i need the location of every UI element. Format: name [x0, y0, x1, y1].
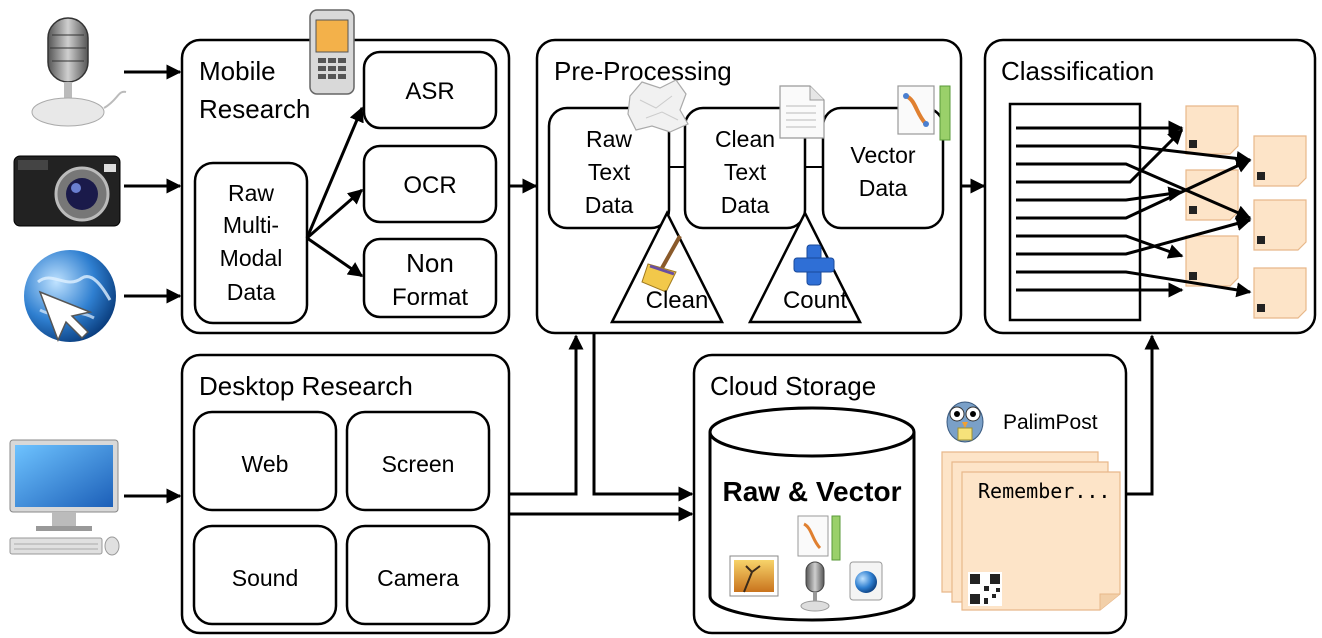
sound-box [192, 524, 338, 626]
classification-note-a [1185, 105, 1239, 155]
vector-file-icon [797, 515, 841, 561]
clean-operation-triangle [609, 210, 725, 324]
database-label: Raw & Vector [723, 476, 902, 507]
mobile-phone-icon [309, 9, 355, 95]
clean-text-label-3: Data [721, 192, 770, 218]
qr-code-icon [968, 572, 1002, 606]
raw-text-label-3: Data [585, 192, 634, 218]
clean-text-data-box [683, 106, 807, 230]
asr-label: ASR [405, 78, 454, 105]
plus-icon [793, 244, 835, 286]
raw-multimodal-label-4: Data [227, 279, 276, 305]
web-box [192, 410, 338, 512]
photo-icon [729, 555, 779, 597]
clean-text-label-1: Clean [715, 126, 775, 152]
vector-drawing-icon [897, 85, 951, 141]
classification-title: Classification [1001, 56, 1154, 86]
broom-icon [641, 235, 682, 293]
mobile-research-title: Mobile [199, 56, 276, 86]
palimpost-label: PalimPost [1003, 411, 1098, 434]
ocr-label: OCR [403, 172, 456, 199]
camera-box [345, 524, 491, 626]
globe-icon [24, 250, 116, 342]
sound-label: Sound [232, 565, 299, 591]
classification-note-e [1253, 199, 1307, 251]
non-format-label-2: Format [392, 284, 468, 311]
classification-note-c [1185, 235, 1239, 287]
raw-text-label-2: Text [588, 159, 631, 185]
screen-label: Screen [382, 451, 455, 477]
classification-note-d [1253, 135, 1307, 187]
raw-text-data-box [547, 106, 671, 230]
camera-icon [13, 155, 121, 227]
non-format-label-1: Non [406, 248, 454, 278]
raw-multimodal-label-1: Raw [228, 180, 274, 206]
camera-label: Camera [377, 565, 459, 591]
desktop-computer-icon [9, 439, 120, 556]
web-label: Web [242, 451, 289, 477]
microphone-small-icon [800, 561, 830, 612]
microphone-icon [31, 17, 127, 127]
clean-text-label-2: Text [724, 159, 767, 185]
raw-text-label-1: Raw [586, 126, 632, 152]
feature-list [1008, 102, 1142, 322]
document-icon [779, 85, 825, 139]
clean-operation-label: Clean [646, 287, 709, 314]
classification-note-f [1253, 267, 1307, 319]
vector-data-box [821, 106, 945, 230]
screen-box [345, 410, 491, 512]
raw-multimodal-data-box [193, 161, 309, 325]
web-file-icon [849, 561, 883, 601]
pre-processing-title: Pre-Processing [554, 56, 732, 86]
classification-lines [1016, 120, 1252, 298]
owl-icon [946, 401, 984, 443]
desktop-research-title: Desktop Research [199, 371, 413, 401]
raw-multimodal-label-3: Modal [220, 245, 283, 271]
cloud-storage-title: Cloud Storage [710, 371, 876, 401]
count-operation-label: Count [783, 287, 847, 314]
crumpled-paper-icon [627, 79, 689, 133]
non-format-box [362, 237, 498, 319]
asr-box [362, 50, 498, 130]
palimpost-note-text: Remember... [978, 479, 1110, 503]
mobile-research-title-line2: Research [199, 94, 310, 124]
vector-data-label-1: Vector [850, 142, 916, 168]
vector-data-label-2: Data [859, 175, 908, 201]
raw-multimodal-label-2: Multi- [223, 212, 279, 238]
ocr-box [362, 144, 498, 224]
